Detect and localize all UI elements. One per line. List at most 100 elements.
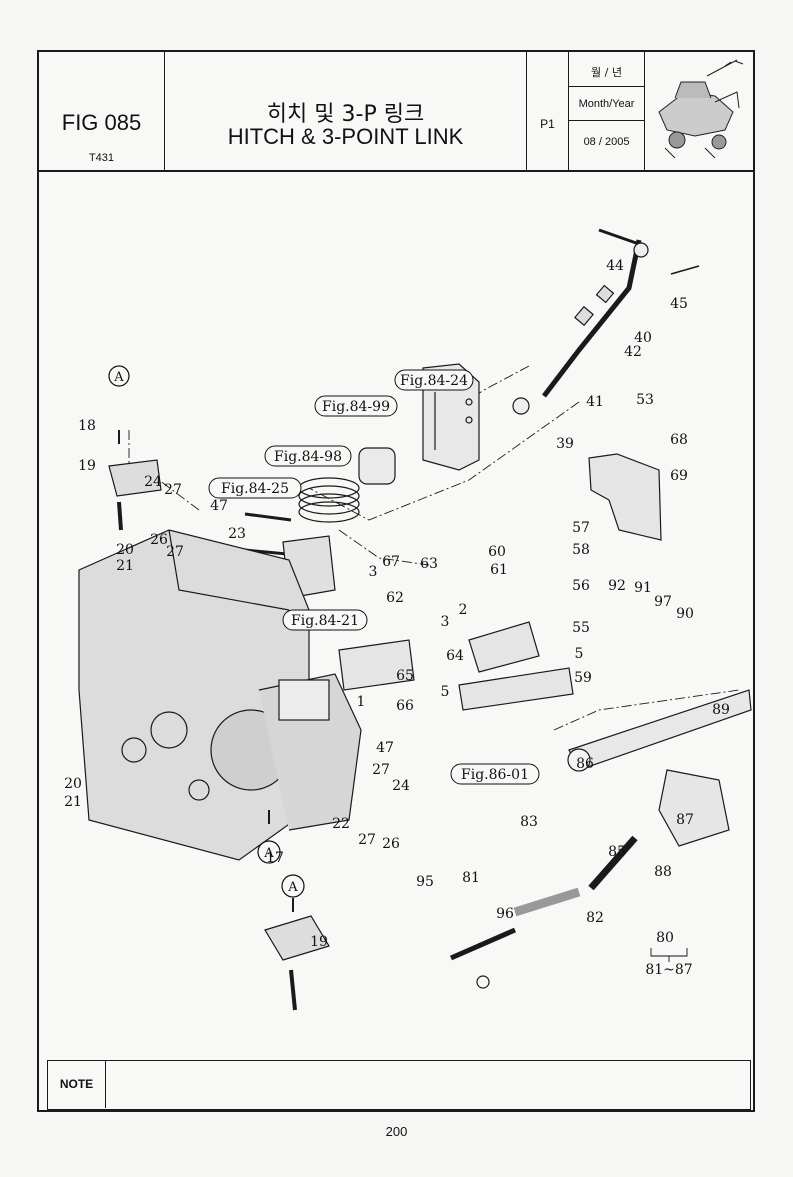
part-21: 21 xyxy=(116,558,134,574)
part-92: 92 xyxy=(608,578,626,594)
part-81: 81 xyxy=(462,870,480,886)
top-link-assembly xyxy=(512,228,700,415)
part-26b: 26 xyxy=(382,836,400,852)
ref-fig-86-01: Fig.86-01 xyxy=(461,767,529,783)
part-89: 89 xyxy=(712,702,730,718)
exploded-diagram: Fig.84-24 Fig.84-99 Fig.84-98 Fig.84-25 … xyxy=(64,228,752,1011)
part-3: 3 xyxy=(369,564,378,580)
part-24: 24 xyxy=(144,474,162,490)
part-66: 66 xyxy=(396,698,414,714)
part-60: 60 xyxy=(488,544,506,560)
part-90: 90 xyxy=(676,606,694,622)
fig-number: FIG 085 xyxy=(61,110,142,135)
part-20b: 20 xyxy=(64,776,82,792)
callout-a: A xyxy=(113,370,124,385)
part-91: 91 xyxy=(634,580,652,596)
date-label-english: Month/Year xyxy=(578,98,635,110)
part-68: 68 xyxy=(670,432,688,448)
part-23: 23 xyxy=(228,526,246,542)
part-65: 65 xyxy=(396,668,414,684)
part-86: 86 xyxy=(576,756,594,772)
ref-fig-84-25: Fig.84-25 xyxy=(221,481,289,497)
part-22: 22 xyxy=(332,816,350,832)
date-value: 08 / 2005 xyxy=(583,136,630,148)
part-62: 62 xyxy=(386,590,404,606)
part-97: 97 xyxy=(654,594,672,610)
part-44: 44 xyxy=(606,258,624,274)
part-1: 1 xyxy=(357,694,366,710)
ref-fig-84-98: Fig.84-98 xyxy=(274,449,342,465)
part-82: 82 xyxy=(586,910,604,926)
page-cell: P1 xyxy=(527,52,569,170)
date-label-korean: 월 / 년 xyxy=(591,66,622,79)
date-divider xyxy=(569,86,644,87)
part-47b: 47 xyxy=(376,740,394,756)
title-english: HITCH & 3-POINT LINK xyxy=(227,124,464,149)
part-18: 18 xyxy=(78,418,96,434)
part-20: 20 xyxy=(116,542,134,558)
drawing-frame: FIG 085 T431 히치 및 3-P 링크 HITCH & 3-POINT… xyxy=(37,50,755,1112)
page-label: P1 xyxy=(540,117,555,131)
part-53: 53 xyxy=(636,392,654,408)
ref-fig-84-99: Fig.84-99 xyxy=(322,399,390,415)
part-27d: 27 xyxy=(358,832,376,848)
part-59: 59 xyxy=(574,670,592,686)
part-42: 42 xyxy=(624,344,642,360)
part-57: 57 xyxy=(572,520,590,536)
date-cell: 월 / 년 Month/Year 08 / 2005 xyxy=(569,52,645,170)
part-26: 26 xyxy=(150,532,168,548)
note-label: NOTE xyxy=(48,1061,106,1108)
part-95: 95 xyxy=(416,874,434,890)
part-5: 5 xyxy=(575,646,584,662)
part-19b: 19 xyxy=(310,934,328,950)
part-45: 45 xyxy=(670,296,688,312)
part-47: 47 xyxy=(210,498,228,514)
part-64: 64 xyxy=(446,648,464,664)
part-69: 69 xyxy=(670,468,688,484)
bracket-89 xyxy=(658,769,730,847)
part-88: 88 xyxy=(654,864,672,880)
part-21b: 21 xyxy=(64,794,82,810)
callout-a: A xyxy=(287,880,298,895)
part-39: 39 xyxy=(556,436,574,452)
part-41: 41 xyxy=(586,394,604,410)
part-83: 83 xyxy=(520,814,538,830)
part-19: 19 xyxy=(78,458,96,474)
note-box: NOTE xyxy=(47,1060,751,1110)
part-3b: 3 xyxy=(441,614,450,630)
part-40: 40 xyxy=(634,330,652,346)
part-56: 56 xyxy=(572,578,590,594)
part-87: 87 xyxy=(676,812,694,828)
bushing xyxy=(358,447,396,485)
part-2: 2 xyxy=(459,602,468,618)
part-24b: 24 xyxy=(392,778,410,794)
model-code: T431 xyxy=(88,152,115,164)
ref-fig-84-21: Fig.84-21 xyxy=(291,613,359,629)
part-63: 63 xyxy=(420,556,438,572)
part-17: 17 xyxy=(266,850,284,866)
callout-a: A xyxy=(263,846,274,861)
ref-fig-84-24: Fig.84-24 xyxy=(400,373,468,389)
tractor-thumbnail xyxy=(658,59,744,159)
part-27b: 27 xyxy=(166,544,184,560)
part-5b: 5 xyxy=(441,684,450,700)
part-81-87: 81~87 xyxy=(645,962,692,978)
main-housing xyxy=(78,529,362,861)
fig-number-cell: FIG 085 T431 xyxy=(39,52,165,170)
part-67: 67 xyxy=(382,554,400,570)
part-96: 96 xyxy=(496,906,514,922)
page-number: 200 xyxy=(385,1124,408,1139)
part-55: 55 xyxy=(572,620,590,636)
title-korean: 히치 및 3-P 링크 xyxy=(266,102,425,127)
part-61: 61 xyxy=(490,562,508,578)
part-27: 27 xyxy=(164,482,182,498)
thumbnail-cell xyxy=(645,52,753,170)
part-80: 80 xyxy=(656,930,674,946)
title-block: FIG 085 T431 히치 및 3-P 링크 HITCH & 3-POINT… xyxy=(39,52,753,172)
spring xyxy=(298,477,360,523)
part-27c: 27 xyxy=(372,762,390,778)
title-cell: 히치 및 3-P 링크 HITCH & 3-POINT LINK xyxy=(165,52,527,170)
part-58: 58 xyxy=(572,542,590,558)
part-85: 85 xyxy=(608,844,626,860)
cover-68 xyxy=(588,453,662,541)
